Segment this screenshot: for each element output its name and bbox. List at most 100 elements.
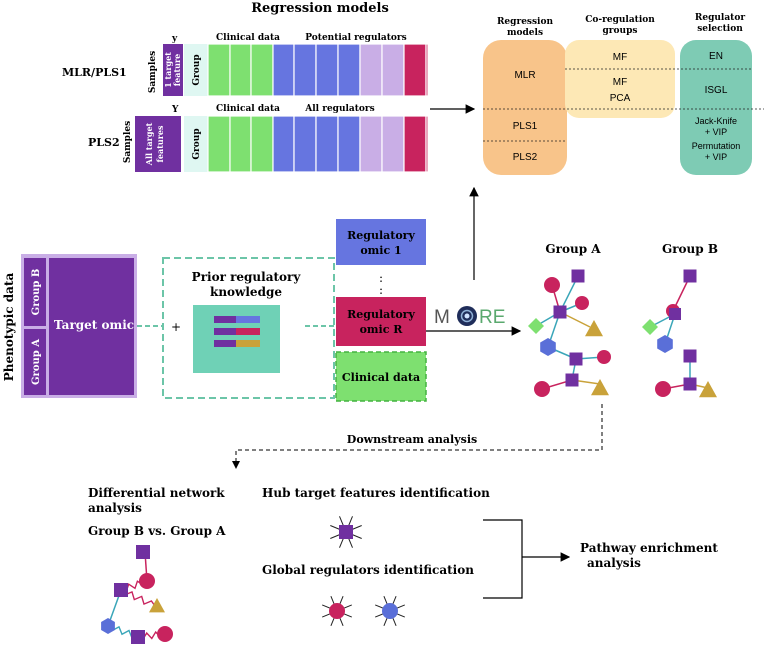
regulatory-omic-r-text-b: omic R xyxy=(360,323,404,336)
differential-network xyxy=(101,545,173,644)
more-logo-eye-center xyxy=(464,313,470,319)
target-omic-text: Target omic xyxy=(54,318,134,332)
target-node-square xyxy=(553,305,567,319)
more-logo: M RE xyxy=(434,306,505,328)
table-col3-header-a: Regulator xyxy=(695,13,745,23)
prior-bar xyxy=(236,328,260,335)
more-logo-eye-ring xyxy=(460,309,474,323)
table-jackknife-vip: + VIP xyxy=(705,127,727,137)
data-column xyxy=(337,115,361,173)
samples-label-row2: Samples xyxy=(123,121,133,163)
regulator-node-hexagon xyxy=(101,618,115,634)
group-column-row2 xyxy=(184,116,208,172)
data-columns-row2 xyxy=(207,115,429,173)
regulator-node-hexagon xyxy=(657,335,673,353)
data-column xyxy=(359,115,383,173)
target-node-square xyxy=(339,525,353,539)
network-group-b-label: Group B xyxy=(662,242,718,256)
regulator-node-circle-blue xyxy=(382,603,398,619)
downstream-arrow xyxy=(232,404,603,469)
data-column xyxy=(359,43,383,97)
data-column xyxy=(337,43,361,97)
prior-knowledge-text-2: knowledge xyxy=(210,285,282,299)
regulator-node-circle xyxy=(544,277,560,293)
mlr-pls1-label: MLR/PLS1 xyxy=(62,66,127,79)
target-node-square xyxy=(136,545,150,559)
data-column xyxy=(229,115,252,173)
regulator-star-crimson-icon xyxy=(322,596,352,626)
data-column xyxy=(272,43,295,97)
all-regulators-header: All regulators xyxy=(304,104,374,114)
regulator-node-circle xyxy=(575,296,589,310)
group-b-text: Group B xyxy=(31,269,42,316)
more-logo-m: M xyxy=(434,307,450,328)
data-column xyxy=(250,43,274,97)
data-column xyxy=(425,43,429,97)
target-node-square xyxy=(683,269,697,283)
regulator-node-circle xyxy=(157,626,173,642)
table-col2-header-b: groups xyxy=(603,26,638,36)
target-column-row1 xyxy=(163,44,183,96)
hub-text: Hub target features identification xyxy=(262,486,490,500)
group-column-row1 xyxy=(184,44,208,96)
pathway-text-2: analysis xyxy=(587,556,641,570)
regulator-node-hexagon xyxy=(540,338,556,356)
table-permutation-vip: + VIP xyxy=(705,152,727,162)
dots-2: : xyxy=(379,283,383,297)
table-isgl: ISGL xyxy=(705,85,728,96)
table-mf-1: MF xyxy=(613,52,627,63)
one-target-text-b: feature xyxy=(172,54,182,87)
clinical-header-row1: Clinical data xyxy=(216,33,280,43)
regulator-node-circle xyxy=(139,573,155,589)
regulator-node-diamond xyxy=(642,319,658,335)
target-column-row2 xyxy=(135,116,181,172)
group-a-text: Group A xyxy=(31,339,42,385)
target-node-square xyxy=(569,352,583,366)
network-group-a-label: Group A xyxy=(545,242,601,256)
table-col1-header-b: models xyxy=(507,28,543,38)
table-pca: PCA xyxy=(610,93,631,104)
y-big-label: Y xyxy=(171,105,179,115)
regulatory-omic-1-text-b: omic 1 xyxy=(360,244,401,257)
network-group-b xyxy=(642,269,717,398)
target-node-square xyxy=(683,349,697,363)
regulator-node-triangle xyxy=(149,598,165,613)
samples-label-row1: Samples xyxy=(148,51,158,93)
regulator-node-triangle xyxy=(591,379,609,396)
table-permutation: Permutation xyxy=(692,141,741,151)
potential-regulators-header: Potential regulators xyxy=(305,33,406,43)
regulator-node-triangle xyxy=(699,381,717,398)
network-group-a xyxy=(528,269,611,397)
data-column xyxy=(250,115,274,173)
data-column xyxy=(229,43,252,97)
prior-knowledge-frame xyxy=(162,257,335,399)
target-node-square xyxy=(565,373,579,387)
diff-network-text-1: Differential network xyxy=(88,486,225,500)
data-column xyxy=(381,115,405,173)
clinical-data-box xyxy=(335,351,427,402)
group-a-bar xyxy=(24,329,46,395)
regulator-selection-column xyxy=(680,40,752,175)
diff-network-text-2: analysis xyxy=(88,501,142,515)
data-column xyxy=(381,43,405,97)
global-regulators-text: Global regulators identification xyxy=(262,563,474,577)
more-logo-re: RE xyxy=(479,307,505,328)
prior-bar xyxy=(214,328,236,335)
table-pls1: PLS1 xyxy=(513,121,538,132)
data-column xyxy=(403,115,427,173)
diff-network-text-3: Group B vs. Group A xyxy=(88,524,226,538)
group-text-row2: Group xyxy=(192,128,202,159)
prior-bar xyxy=(236,316,260,323)
data-column xyxy=(272,115,295,173)
phenotypic-data-label: Phenotypic data xyxy=(2,273,16,382)
target-node-square xyxy=(114,583,128,597)
regulator-node-circle xyxy=(655,381,671,397)
table-pls2: PLS2 xyxy=(513,152,538,163)
prior-bar xyxy=(214,316,236,323)
one-target-text-a: 1 target xyxy=(163,52,173,88)
prior-bar xyxy=(214,340,236,347)
plus-sign: + xyxy=(171,320,181,334)
data-column xyxy=(207,115,231,173)
table-col2-header-a: Co-regulation xyxy=(585,15,655,25)
